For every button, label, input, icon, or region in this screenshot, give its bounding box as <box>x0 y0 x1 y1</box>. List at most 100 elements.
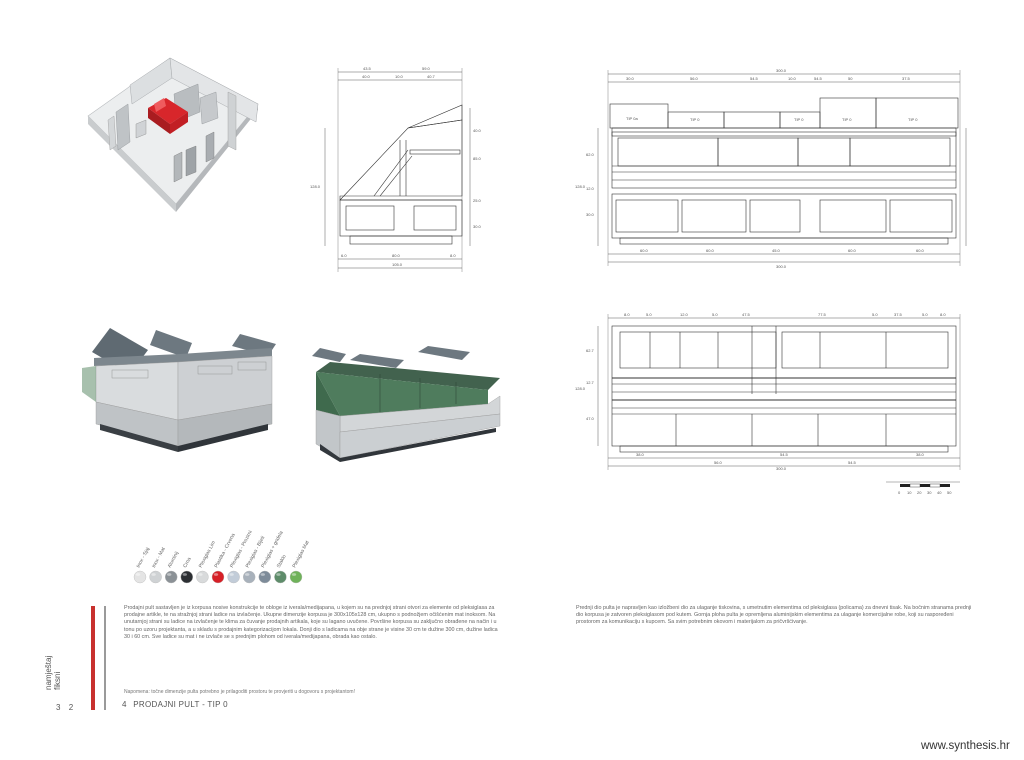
module-label: TIP 0 <box>794 117 804 122</box>
dim-label: 30.0 <box>473 224 482 229</box>
dim-label: 56.0 <box>714 460 723 465</box>
material-swatch-label: Inox - Mat <box>151 546 167 569</box>
swatch-highlight <box>291 573 297 576</box>
material-swatch <box>133 570 147 584</box>
swatch-highlight <box>245 573 250 576</box>
scale-tick-label: 50 <box>947 490 952 495</box>
material-swatch <box>242 570 256 584</box>
dim-label: 37.5 <box>902 76 911 81</box>
dim-label: 5.0 <box>712 312 718 317</box>
front-dimension-labels: 300.0 30.0 56.0 54.5 10.0 54.5 50 37.5 T… <box>575 68 925 269</box>
page-number: 3 <box>56 703 61 712</box>
dim-label: 56.0 <box>690 76 699 81</box>
dim-label: 12.0 <box>586 186 595 191</box>
swatch-highlight <box>182 573 187 576</box>
dim-label: 128.0 <box>575 386 586 391</box>
scale-tick-label: 40 <box>937 490 942 495</box>
material-swatch <box>289 570 303 584</box>
swatch-highlight <box>151 573 156 576</box>
dim-label: 54.5 <box>848 460 857 465</box>
dim-label: 128.0 <box>310 184 321 189</box>
dim-label: 5.0 <box>922 312 928 317</box>
dim-label: 60.0 <box>848 248 857 253</box>
dim-label: 8.0 <box>624 312 630 317</box>
dim-label: 8.0 <box>450 253 456 258</box>
dim-label: 300.0 <box>776 68 787 73</box>
module-label: TIP 0 <box>908 117 918 122</box>
dim-label: 77.5 <box>818 312 827 317</box>
dim-label: 40.0 <box>473 128 482 133</box>
dim-label: 38.0 <box>636 452 645 457</box>
material-swatch <box>164 570 178 584</box>
dim-label: 12.0 <box>680 312 689 317</box>
dim-label: 47.5 <box>742 312 751 317</box>
dim-label: 5.0 <box>872 312 878 317</box>
dim-label: 5.0 <box>646 312 652 317</box>
description-left: Prodajni pult sastavljen je iz korpusa n… <box>124 605 498 640</box>
back-elevation-drawing <box>597 314 961 470</box>
title-text: PRODAJNI PULT - TIP 0 <box>133 700 228 709</box>
dim-label: 8.0 <box>940 312 946 317</box>
back-dimension-labels: 8.0 5.0 12.0 5.0 47.5 77.5 5.0 37.5 5.0 … <box>575 312 946 471</box>
dim-label: 6.0 <box>341 253 347 258</box>
dim-label: 59.0 <box>422 66 431 71</box>
material-swatch-label: Crna <box>182 556 192 569</box>
accent-red-bar <box>91 606 95 710</box>
dim-label: 85.0 <box>473 156 482 161</box>
material-swatch <box>180 570 194 584</box>
material-swatch <box>227 570 240 584</box>
material-swatch <box>211 570 225 584</box>
side-label-line2: fiksni <box>53 671 62 690</box>
swatch-highlight <box>135 573 141 576</box>
dim-label: 54.5 <box>750 76 759 81</box>
swatch-highlight <box>276 573 281 576</box>
page-number: 2 <box>68 703 74 712</box>
material-swatch <box>196 570 209 584</box>
page-title: 4 PRODAJNI PULT - TIP 0 <box>122 700 228 709</box>
scale-tick-label: 0 <box>898 490 901 495</box>
dim-label: 25.0 <box>473 198 482 203</box>
material-swatch <box>274 570 287 584</box>
dim-label: 43.5 <box>363 66 372 71</box>
dim-label: 40.0 <box>362 74 371 79</box>
side-category-label: namještaj fiksni <box>44 656 62 690</box>
scale-tick-label: 10 <box>907 490 912 495</box>
material-swatch-label: Aluminij <box>167 551 181 569</box>
material-swatch <box>149 570 162 584</box>
dim-label: 62.7 <box>586 348 595 353</box>
dim-label: 30.0 <box>586 212 595 217</box>
note-text: Napomena: točne dimenzije pulta potrebno… <box>124 689 355 695</box>
dim-label: 128.0 <box>575 184 586 189</box>
dim-label: 40.7 <box>427 74 436 79</box>
side-label-line1: namještaj <box>44 655 53 690</box>
website-link[interactable]: www.synthesis.hr <box>921 740 1010 752</box>
dim-label: 10.0 <box>788 76 797 81</box>
side-section-drawing <box>324 68 471 272</box>
dim-label: 54.5 <box>780 452 789 457</box>
dim-label: 105.0 <box>392 262 403 267</box>
room-render-image <box>87 57 259 212</box>
counter-render-front <box>312 346 501 462</box>
module-label: TIP 0 <box>690 117 700 122</box>
dim-label: 60.0 <box>640 248 649 253</box>
description-right: Prednji dio pulta je napravljen kao izlo… <box>576 605 972 626</box>
swatch-highlight <box>198 573 203 576</box>
scale-tick-label: 20 <box>917 490 922 495</box>
dim-label: 30.0 <box>626 76 635 81</box>
dim-label: 60.0 <box>916 248 925 253</box>
material-swatch <box>258 570 271 584</box>
dim-label: 50 <box>848 76 853 81</box>
page-numbers: 3 2 <box>56 703 79 712</box>
counter-render-back <box>82 328 276 452</box>
swatch-highlight <box>167 573 172 576</box>
dim-label: 62.0 <box>586 152 595 157</box>
title-number: 4 <box>122 700 127 709</box>
module-label: TIP 0a <box>626 116 638 121</box>
swatch-highlight <box>260 573 265 576</box>
material-swatch-label: Plexiglas Mat <box>291 539 311 569</box>
accent-grey-bar <box>104 606 106 710</box>
swatch-highlight <box>213 573 219 576</box>
material-swatch-label: Staklo <box>276 554 288 569</box>
